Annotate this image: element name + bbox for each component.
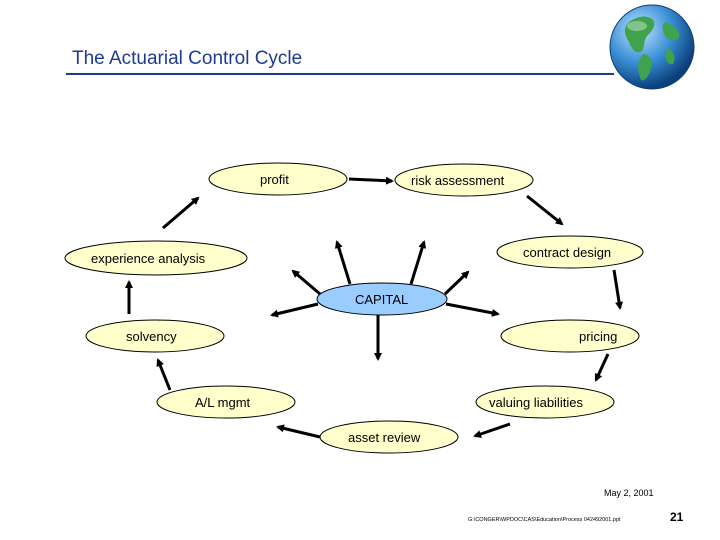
node-label-valuing-liabilities: valuing liabilities (489, 395, 583, 410)
title-underline (66, 73, 614, 75)
node-contract-design-shape (496, 235, 644, 269)
node-label-pricing: pricing (579, 329, 618, 344)
node-label-asset-review: asset review (348, 430, 421, 445)
node-label-risk-assessment: risk assessment (411, 173, 505, 188)
arrow-experience-to-profit (162, 196, 200, 230)
arrow-risk-to-contract (526, 194, 564, 226)
node-risk-assessment-shape (394, 163, 534, 197)
arrow-valuing-to-asset (473, 422, 511, 438)
node-label-al-mgmt: A/L mgmt (195, 395, 251, 410)
node-capital-shape (316, 282, 448, 316)
arrow-capital-right (443, 270, 470, 296)
arrow-capital-up-right (409, 240, 427, 285)
node-label-profit: profit (260, 172, 289, 187)
node-label-experience-analysis: experience analysis (91, 251, 206, 266)
footer-date: May 2, 2001 (604, 488, 654, 498)
arrow-asset-to-al (276, 424, 321, 439)
arrow-capital-left (291, 269, 321, 296)
node-experience-analysis-shape (64, 240, 248, 276)
node-profit-shape (208, 162, 348, 196)
arrow-capital-down-left (270, 302, 319, 318)
node-label-capital: CAPITAL (355, 292, 409, 307)
page-number: 21 (670, 510, 684, 524)
node-label-contract-design: contract design (523, 245, 612, 260)
footer-file-path: G:\CONGER\WPDOC\CAS\Education\Process 04… (468, 517, 621, 523)
arrow-capital-up-left (334, 240, 352, 285)
node-pricing-shape (500, 319, 640, 353)
arrow-profit-to-risk (348, 176, 394, 185)
node-solvency-shape (85, 319, 225, 353)
arrow-contract-to-pricing (612, 269, 624, 310)
node-label-solvency: solvency (126, 329, 177, 344)
node-al-mgmt-shape (156, 385, 296, 419)
page-title: The Actuarial Control Cycle (72, 48, 303, 69)
node-valuing-liabilities-shape (475, 385, 615, 419)
arrow-capital-down-right (445, 302, 500, 317)
arrow-al-to-solvency (156, 358, 172, 391)
arrow-pricing-to-valuing (594, 353, 610, 382)
globe-icon (609, 4, 695, 90)
